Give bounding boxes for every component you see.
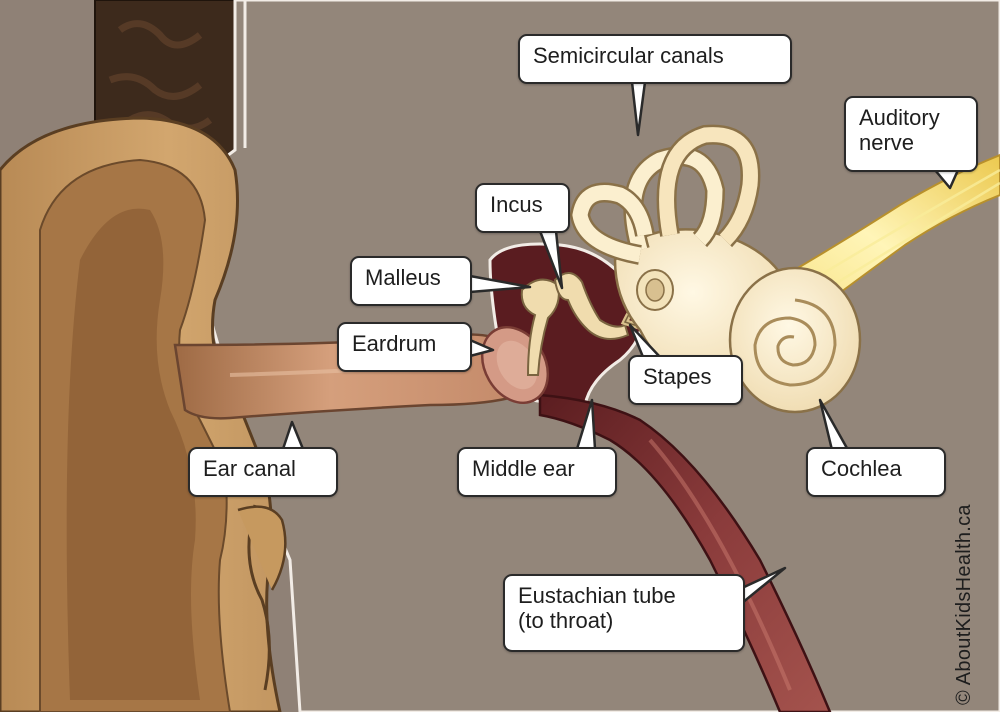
label-cochlea: Cochlea [806,447,946,497]
label-eustachian-tube: Eustachian tube (to throat) [503,574,745,652]
label-middle-ear: Middle ear [457,447,617,497]
label-auditory-nerve: Auditory nerve [844,96,978,172]
auditory-nerve-line1: Auditory [859,105,940,130]
cochlea [728,266,862,414]
incus [553,272,630,340]
label-eardrum: Eardrum [337,322,472,372]
eustachian-tube-line2: (to throat) [518,608,614,633]
label-malleus: Malleus [350,256,472,306]
label-stapes: Stapes [628,355,743,405]
copyright-credit: © AboutKidsHealth.ca [953,504,975,705]
eustachian-tube-line1: Eustachian tube [518,583,676,608]
semicircular-canals [569,124,761,265]
auditory-nerve-line2: nerve [859,130,915,155]
label-semicircular-canals: Semicircular canals [518,34,792,84]
label-ear-canal: Ear canal [188,447,338,497]
label-incus: Incus [475,183,570,233]
